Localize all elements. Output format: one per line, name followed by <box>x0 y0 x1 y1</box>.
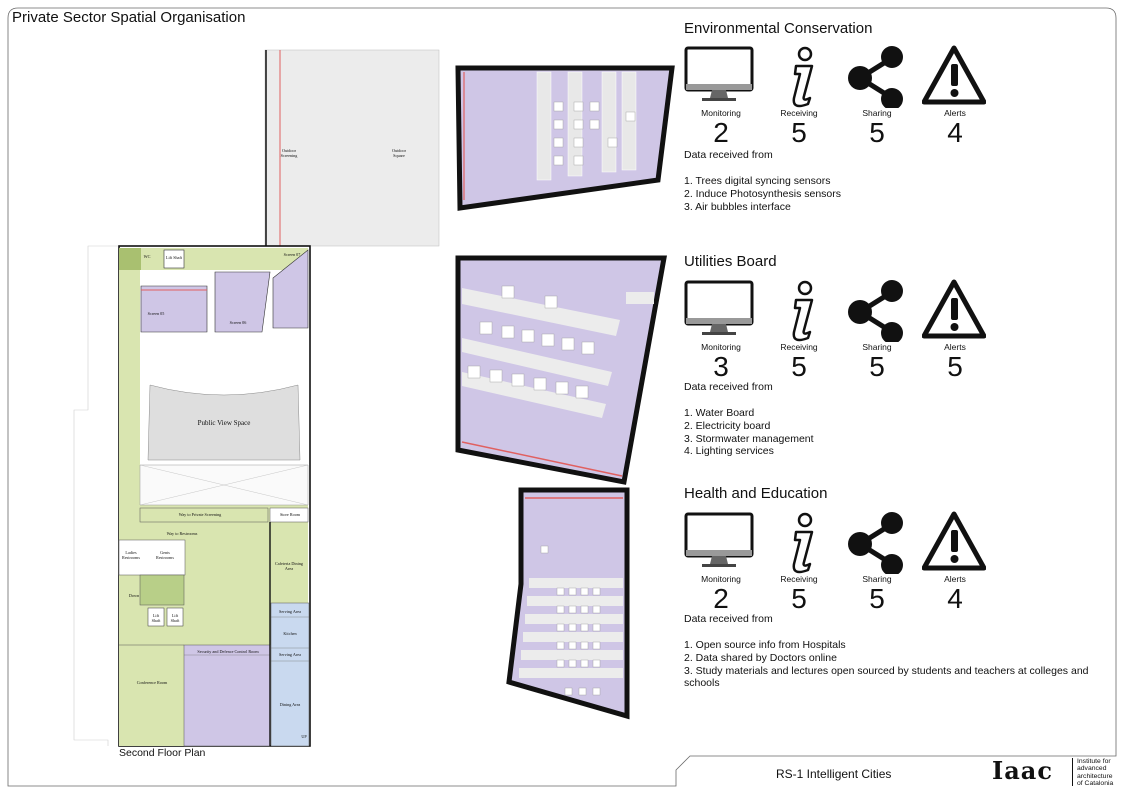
count-sharing: 5 <box>869 117 885 148</box>
room-label: Screen 07 <box>283 252 301 257</box>
room-label: Screen 06 <box>229 320 247 325</box>
info-icon <box>792 46 814 108</box>
share-icon <box>846 278 908 342</box>
monitor-icon <box>684 46 754 102</box>
room-label: Dining Area <box>279 702 301 707</box>
label-receiving: Receiving <box>780 342 818 352</box>
data-received-label: Data received from <box>684 613 773 625</box>
count-monitoring: 2 <box>713 583 729 614</box>
institute-name: Institute for advanced architecture of C… <box>1077 758 1113 788</box>
alert-icon <box>922 510 986 572</box>
count-alerts: 4 <box>947 583 963 614</box>
info-icon <box>792 280 814 342</box>
institute-line: Institute for <box>1077 758 1111 765</box>
room-label: Outdoor Screening <box>280 148 298 158</box>
room-label: Down <box>128 593 140 598</box>
room-label: Kitchen <box>283 631 297 636</box>
alert-icon <box>922 44 986 106</box>
label-sharing: Sharing <box>862 574 892 584</box>
label-monitoring: Monitoring <box>701 342 741 352</box>
list-item: 3. Study materials and lectures open sou… <box>684 664 1089 690</box>
room-label: Serving Area <box>279 652 301 657</box>
count-receiving: 5 <box>791 583 807 614</box>
count-sharing: 5 <box>869 583 885 614</box>
label-alerts: Alerts <box>944 342 966 352</box>
institute-line: advanced <box>1077 765 1107 773</box>
iaac-logo: Iaac <box>992 756 1053 785</box>
room-label: Conference Room <box>136 680 168 685</box>
share-icon <box>846 510 908 574</box>
info-icon <box>792 512 814 574</box>
room-label: UP <box>301 734 307 739</box>
room-label: Security and Defence Control Room <box>197 649 259 654</box>
room-label: Lift Shaft <box>151 613 161 623</box>
room-label: Public View Space <box>197 419 251 427</box>
institute-line: of Catalonia <box>1077 780 1114 788</box>
room-label: Cafeteria Dining Area <box>274 561 304 571</box>
floor-plan-caption: Second Floor Plan <box>119 747 206 759</box>
room-plan-1 <box>455 65 675 211</box>
list-item: 3. Stormwater management <box>684 432 814 445</box>
source-list: 1. Trees digital syncing sensors 2. Indu… <box>684 175 841 213</box>
room-label: Lift Shaft <box>170 613 180 623</box>
label-alerts: Alerts <box>944 108 966 118</box>
room-label: Store Room <box>279 512 301 517</box>
share-icon <box>846 44 908 108</box>
list-item: 2. Induce Photosynthesis sensors <box>684 187 842 200</box>
count-alerts: 5 <box>947 351 963 382</box>
room-label: Ladies Restrooms <box>122 550 140 560</box>
monitor-icon <box>684 512 754 568</box>
alert-icon <box>922 278 986 340</box>
logo-divider <box>1072 758 1073 786</box>
page-title: Private Sector Spatial Organisation <box>12 9 246 26</box>
institute-line: architecture <box>1077 772 1113 780</box>
room-label: Outdoor Square <box>392 148 406 158</box>
list-item: 1. Open source info from Hospitals <box>684 639 846 651</box>
list-item: 4. Lighting services <box>684 445 774 458</box>
room-label: Lift Shaft <box>165 255 183 260</box>
label-sharing: Sharing <box>862 108 892 118</box>
count-alerts: 4 <box>947 117 963 148</box>
list-item: 1. Trees digital syncing sensors <box>684 175 831 187</box>
course-title: RS-1 Intelligent Cities <box>776 767 892 781</box>
label-sharing: Sharing <box>862 342 892 352</box>
section-title-environmental: Environmental Conservation <box>684 20 873 37</box>
room-label: Way to Private Screening <box>178 512 222 517</box>
room-label: WC <box>143 254 151 259</box>
count-sharing: 5 <box>869 351 885 382</box>
source-list: 1. Water Board 2. Electricity board 3. S… <box>684 407 814 458</box>
list-item: 3. Air bubbles interface <box>684 200 791 213</box>
label-monitoring: Monitoring <box>701 108 741 118</box>
count-receiving: 5 <box>791 351 807 382</box>
room-label: Gents Restrooms <box>156 550 174 560</box>
monitor-icon <box>684 280 754 336</box>
count-monitoring: 3 <box>713 351 729 382</box>
room-plan-3 <box>506 487 630 720</box>
room-plan-2 <box>455 255 667 485</box>
count-monitoring: 2 <box>713 117 729 148</box>
list-item: 2. Data shared by Doctors online <box>684 651 837 664</box>
list-item: 1. Water Board <box>684 407 755 419</box>
source-list: 1. Open source info from Hospitals 2. Da… <box>684 639 1104 690</box>
room-label: Way to Restrooms <box>166 531 198 536</box>
label-monitoring: Monitoring <box>701 574 741 584</box>
list-item: 2. Electricity board <box>684 419 771 432</box>
data-received-label: Data received from <box>684 149 773 161</box>
data-received-label: Data received from <box>684 381 773 393</box>
label-receiving: Receiving <box>780 574 818 584</box>
room-label: Screen 05 <box>147 311 165 316</box>
label-receiving: Receiving <box>780 108 818 118</box>
room-label: Serving Area <box>279 609 301 614</box>
count-receiving: 5 <box>791 117 807 148</box>
label-alerts: Alerts <box>944 574 966 584</box>
section-title-utilities: Utilities Board <box>684 253 777 270</box>
section-title-health: Health and Education <box>684 485 828 502</box>
